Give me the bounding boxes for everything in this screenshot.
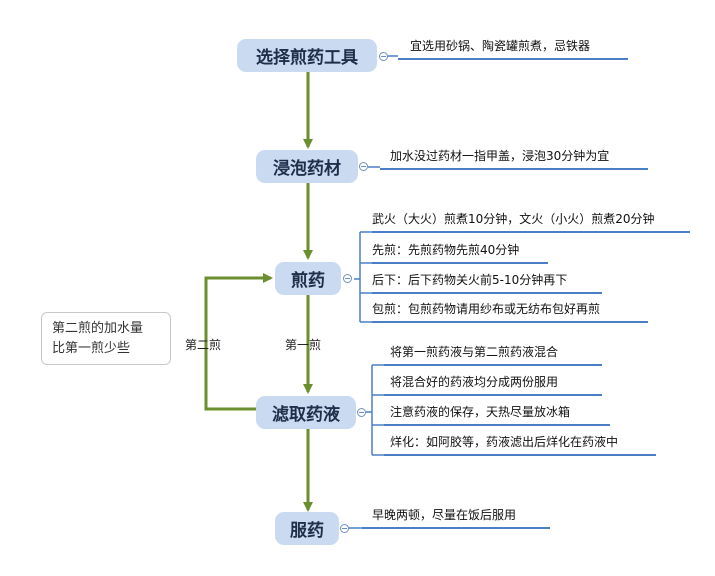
note-line-1: 第二煎的加水量 [52, 321, 144, 336]
leaf-filter-melt[interactable]: 烊化：如阿胶等，药液滤出后烊化在药液中 [384, 434, 656, 456]
collapse-icon[interactable] [340, 524, 349, 533]
node-filter[interactable]: 滤取药液 [256, 396, 356, 429]
note-line-2: 比第一煎少些 [52, 341, 131, 356]
leaf-soak[interactable]: 加水没过药材一指甲盖，浸泡30分钟为宜 [380, 148, 648, 170]
arrow-second-decoction-loop [204, 273, 278, 411]
node-select-tools[interactable]: 选择煎药工具 [237, 39, 377, 72]
collapse-icon[interactable] [357, 408, 366, 417]
label-second-decoction: 第二煎 [185, 338, 222, 352]
leaf-decoct-later[interactable]: 后下：后下药物关火前5-10分钟再下 [372, 272, 602, 294]
connector-decoct [354, 231, 372, 323]
leaf-take[interactable]: 早晚两顿，尽量在饭后服用 [362, 507, 550, 529]
leaf-decoct-first[interactable]: 先煎：先煎药物先煎40分钟 [372, 242, 548, 264]
leaf-decoct-wrap[interactable]: 包煎：包煎药物请用纱布或无纺布包好再煎 [372, 301, 648, 323]
collapse-icon[interactable] [343, 274, 352, 283]
connector-filter [366, 364, 384, 456]
leaf-filter-split[interactable]: 将混合好的药液均分成两份服用 [384, 374, 602, 396]
leaf-filter-mix[interactable]: 将第一煎药液与第二煎药液混合 [384, 344, 602, 366]
node-decoct[interactable]: 煎药 [275, 262, 341, 295]
node-soak[interactable]: 浸泡药材 [256, 150, 358, 183]
leaf-filter-store[interactable]: 注意药液的保存，天热尽量放冰箱 [384, 404, 610, 426]
node-take[interactable]: 服药 [275, 512, 339, 545]
note-water-amount[interactable]: 第二煎的加水量 比第一煎少些 [41, 312, 171, 365]
collapse-icon[interactable] [359, 162, 368, 171]
leaf-select-tools[interactable]: 宜选用砂锅、陶瓷罐煎煮，忌铁器 [398, 38, 628, 60]
leaf-decoct-fire[interactable]: 武火（大火）煎煮10分钟，文火（小火）煎煮20分钟 [372, 211, 690, 233]
collapse-icon[interactable] [379, 52, 388, 61]
label-first-decoction: 第一煎 [285, 338, 322, 352]
